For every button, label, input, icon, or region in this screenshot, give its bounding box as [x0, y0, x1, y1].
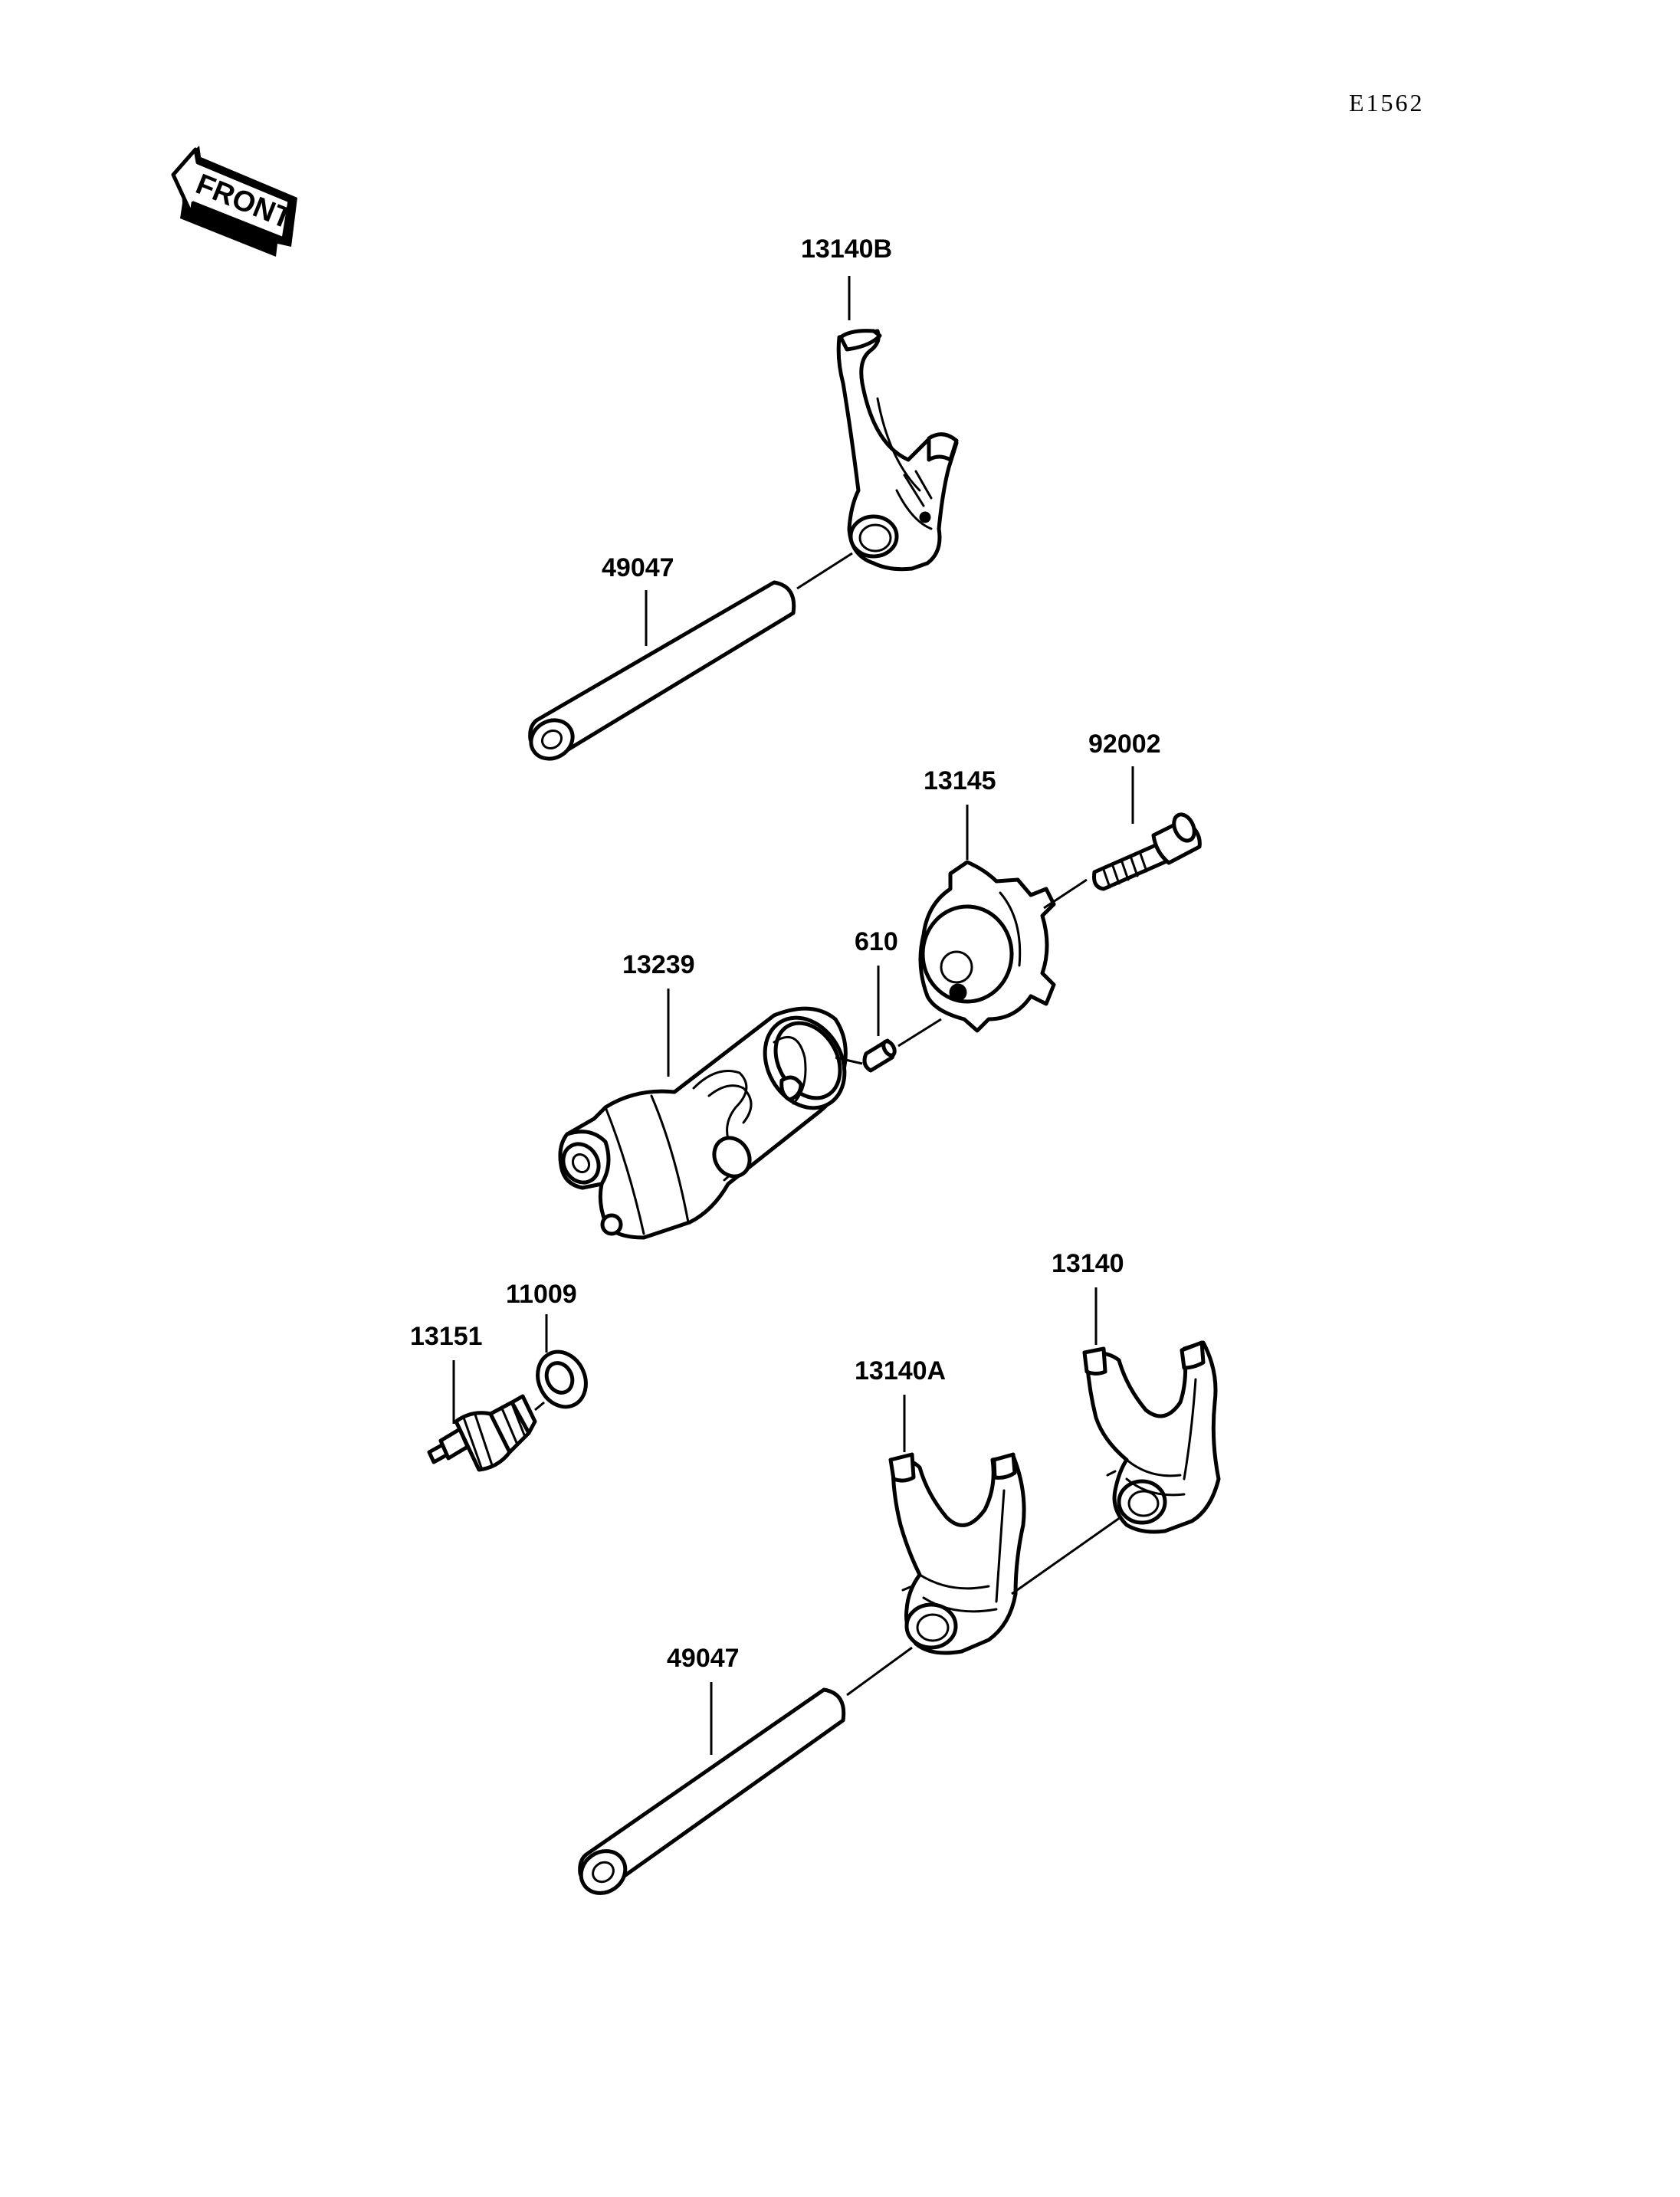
label-13140b: 13140B: [801, 234, 892, 264]
shift-fork-13140a: [888, 1452, 1026, 1655]
neutral-switch-13151: [427, 1394, 537, 1472]
shift-drum-plate-13145: [918, 860, 1056, 1033]
label-13239: 13239: [622, 950, 695, 979]
label-13140a: 13140A: [855, 1356, 946, 1385]
shaft-lower-49047: [578, 1687, 846, 1895]
leader-switch-to-washer: [534, 1401, 545, 1412]
bolt-92002: [1092, 812, 1202, 891]
label-92002: 92002: [1088, 730, 1161, 759]
leader-drum-to-pin: [835, 1056, 863, 1065]
pin-610: [862, 1038, 897, 1073]
shift-drum-13239: [558, 1006, 848, 1240]
leader-shaft-to-fork-upper: [796, 552, 853, 590]
drawing-code: E1562: [1349, 89, 1425, 116]
shift-fork-13140b: [836, 329, 959, 572]
leader-bolt-to-plate: [1043, 878, 1088, 910]
shaft-upper-49047: [528, 580, 796, 761]
leader-shaft-to-fork-lower: [846, 1646, 913, 1697]
washer-11009: [536, 1349, 588, 1409]
leader-pin-to-plate: [897, 1018, 942, 1048]
shift-fork-13140: [1082, 1340, 1221, 1534]
label-11009: 11009: [506, 1280, 577, 1309]
label-13145: 13145: [924, 766, 996, 795]
label-49047-lower: 49047: [667, 1644, 740, 1673]
label-13140: 13140: [1052, 1249, 1124, 1278]
front-arrow-icon: FRONT: [171, 146, 297, 257]
label-49047-upper: 49047: [602, 553, 674, 582]
label-13151: 13151: [410, 1322, 483, 1351]
label-610: 610: [855, 927, 898, 956]
leader-fork-to-fork: [1011, 1516, 1121, 1595]
